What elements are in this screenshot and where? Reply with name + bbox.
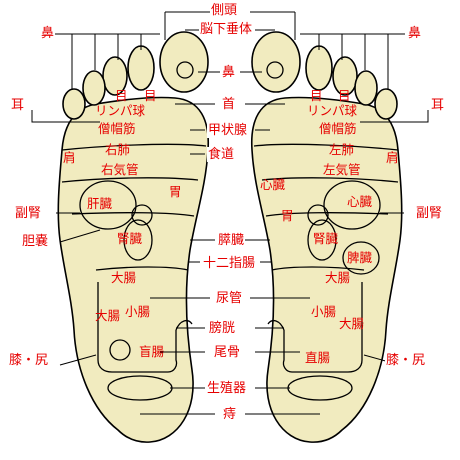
label-daichou-left-side: 大腸 bbox=[95, 308, 121, 323]
label-hiza-shiri-right: 膝・尻 bbox=[385, 353, 427, 368]
left-toe-4 bbox=[82, 70, 106, 106]
organ-zones bbox=[61, 61, 399, 401]
label-koujousen: 甲状腺 bbox=[207, 123, 249, 138]
label-boukou: 膀胱 bbox=[208, 321, 237, 336]
label-shinzou-center: 心臓 bbox=[260, 177, 286, 192]
label-sakikan: 左気管 bbox=[323, 162, 361, 177]
label-moukou: 盲腸 bbox=[139, 344, 165, 359]
label-me-left-2: 目 bbox=[144, 88, 157, 103]
label-kata-left: 肩 bbox=[63, 150, 76, 165]
label-daichou-right-top: 大腸 bbox=[325, 270, 351, 285]
label-shokudou: 食道 bbox=[207, 147, 236, 162]
label-jinzou-right: 腎臓 bbox=[313, 231, 339, 246]
label-me-right-1: 目 bbox=[310, 88, 323, 103]
label-ji: 痔 bbox=[222, 407, 238, 422]
label-fukujin-left: 副腎 bbox=[14, 206, 43, 221]
label-me-left-1: 目 bbox=[115, 88, 128, 103]
label-hizou: 脾臓 bbox=[347, 250, 373, 265]
label-mimi-left: 耳 bbox=[10, 98, 26, 113]
label-hana-right: 鼻 bbox=[407, 26, 423, 41]
left-toe-3 bbox=[102, 56, 128, 96]
label-hiza-shiri-left: 膝・尻 bbox=[8, 353, 50, 368]
label-daichou-left-top: 大腸 bbox=[111, 270, 137, 285]
label-shinzou-right: 心臓 bbox=[347, 194, 373, 209]
label-shouchou-left: 小腸 bbox=[125, 304, 151, 319]
right-toe-5 bbox=[374, 88, 398, 120]
left-toe-5 bbox=[62, 88, 86, 120]
label-hana-left: 鼻 bbox=[40, 26, 56, 41]
label-mimi-right: 耳 bbox=[430, 98, 446, 113]
label-juunishichou: 十二指腸 bbox=[202, 256, 257, 271]
label-i-right: 胃 bbox=[281, 208, 294, 223]
label-sahai: 左肺 bbox=[329, 142, 355, 157]
right-toe-3 bbox=[332, 56, 358, 96]
label-kubi: 首 bbox=[221, 97, 237, 112]
label-i-left: 胃 bbox=[169, 184, 182, 199]
label-noukasuitai: 脳下垂体 bbox=[199, 22, 254, 37]
leader-lines bbox=[31, 11, 429, 415]
label-fukujin-right: 副腎 bbox=[415, 206, 444, 221]
label-kanzou: 肝臓 bbox=[87, 196, 113, 211]
label-soubokin-left: 僧帽筋 bbox=[98, 121, 136, 136]
label-chokuchou: 直腸 bbox=[305, 350, 331, 365]
right-toe-2 bbox=[305, 45, 333, 91]
label-suizou: 膵臓 bbox=[217, 233, 246, 248]
label-tannou: 胆嚢 bbox=[21, 234, 50, 249]
label-daichou-right-side: 大腸 bbox=[339, 316, 365, 331]
label-nyoukan: 尿管 bbox=[215, 291, 244, 306]
label-kata-right: 肩 bbox=[386, 150, 399, 165]
label-ukikan: 右気管 bbox=[101, 162, 139, 177]
label-soubokin-right: 僧帽筋 bbox=[319, 121, 357, 136]
label-sokutoubu: 側頭 bbox=[210, 3, 239, 18]
label-lymph-right: リンパ球 bbox=[307, 103, 358, 118]
label-me-right-2: 目 bbox=[338, 88, 351, 103]
label-hana-center: 鼻 bbox=[221, 65, 237, 80]
label-uhai: 右肺 bbox=[105, 142, 131, 157]
label-lymph-left: リンパ球 bbox=[95, 103, 146, 118]
right-toe-4 bbox=[354, 70, 378, 106]
label-bikotsu: 尾骨 bbox=[213, 345, 242, 360]
left-toe-2 bbox=[127, 45, 155, 91]
label-seishokuki: 生殖器 bbox=[206, 381, 248, 396]
label-jinzou-left: 腎臓 bbox=[117, 231, 143, 246]
label-shouchou-right: 小腸 bbox=[311, 304, 337, 319]
